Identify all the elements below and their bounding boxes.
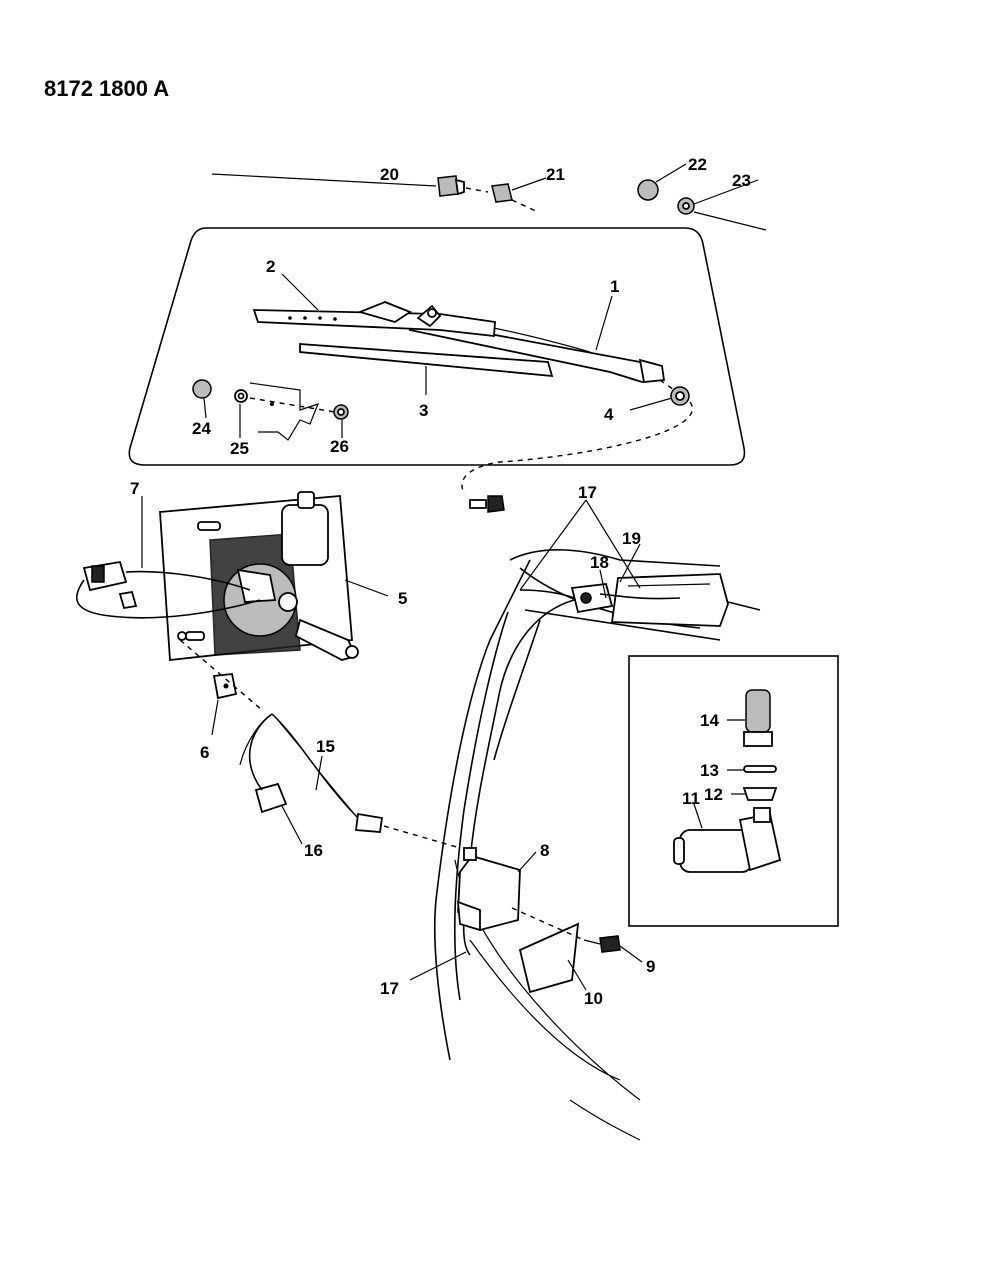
hose-to-reservoir-dash (383, 825, 461, 849)
pump-grommet (742, 787, 778, 801)
pump-filter (743, 689, 773, 747)
wiper-blade-frame (252, 301, 496, 337)
reservoir-bracket (518, 922, 580, 994)
callout-13: 13 (700, 761, 719, 780)
nut-to-bolt-dash (461, 401, 693, 495)
callout-2: 2 (266, 257, 275, 276)
arm-to-nut-dash (659, 379, 675, 391)
wiper-motor-assembly (159, 491, 359, 661)
grommet-nut (333, 404, 349, 420)
callout-19: 19 (622, 529, 641, 548)
nut-clip (491, 183, 513, 203)
callout-22: 22 (688, 155, 707, 174)
callout-5: 5 (398, 589, 407, 608)
bumper-grommet (437, 175, 465, 197)
callout-6: 6 (200, 743, 209, 762)
washer-hose-assembly (239, 713, 384, 833)
callout-18: 18 (590, 553, 609, 572)
callout-20: 20 (380, 165, 399, 184)
callout-3: 3 (419, 401, 428, 420)
wiper-blade-element (299, 343, 554, 378)
callout-25: 25 (230, 439, 249, 458)
washer-nozzle-bracket (570, 573, 729, 627)
callout-24: 24 (192, 419, 211, 438)
callout-23: 23 (732, 171, 751, 190)
screw-dash (511, 907, 585, 941)
clip-dash (511, 199, 539, 213)
washer-pump (673, 807, 782, 873)
callout-16: 16 (304, 841, 323, 860)
callout-7: 7 (130, 479, 139, 498)
motor-clip (212, 673, 238, 700)
grommet-dash (465, 187, 489, 193)
washer-reservoir (456, 847, 521, 932)
cap (192, 379, 212, 399)
leader-lines (141, 163, 759, 991)
callout-4: 4 (604, 405, 614, 424)
callout-9: 9 (646, 957, 655, 976)
washer (234, 389, 248, 403)
pump-seal (743, 765, 777, 773)
grommet-23 (677, 197, 695, 215)
cap-22 (637, 179, 659, 201)
callout-17-top: 17 (578, 483, 597, 502)
pivot-nut (670, 386, 690, 406)
pivot-bolt (469, 495, 505, 513)
pump-inset-box (628, 655, 839, 927)
drawing-code: 8172 1800 A (44, 76, 169, 101)
grommet-23-line (693, 211, 767, 231)
clip-dash-6 (179, 639, 263, 711)
washer-dash (249, 397, 336, 413)
callout-8: 8 (540, 841, 549, 860)
callout-10: 10 (584, 989, 603, 1008)
glass-breakout (249, 382, 320, 441)
rear-window-glass (128, 227, 746, 466)
callout-12: 12 (704, 785, 723, 804)
wiring-harness (75, 560, 261, 619)
callout-11: 11 (682, 789, 700, 808)
callout-17-bottom: 17 (380, 979, 399, 998)
callout-15: 15 (316, 737, 335, 756)
callout-14: 14 (700, 711, 719, 730)
reservoir-screw (583, 935, 621, 953)
callout-1: 1 (610, 277, 619, 296)
callout-labels: 1 2 3 4 5 6 7 8 9 10 11 12 13 14 15 16 1… (130, 155, 751, 1008)
callout-21: 21 (546, 165, 565, 184)
callout-26: 26 (330, 437, 349, 456)
liftgate-body (433, 549, 761, 1141)
